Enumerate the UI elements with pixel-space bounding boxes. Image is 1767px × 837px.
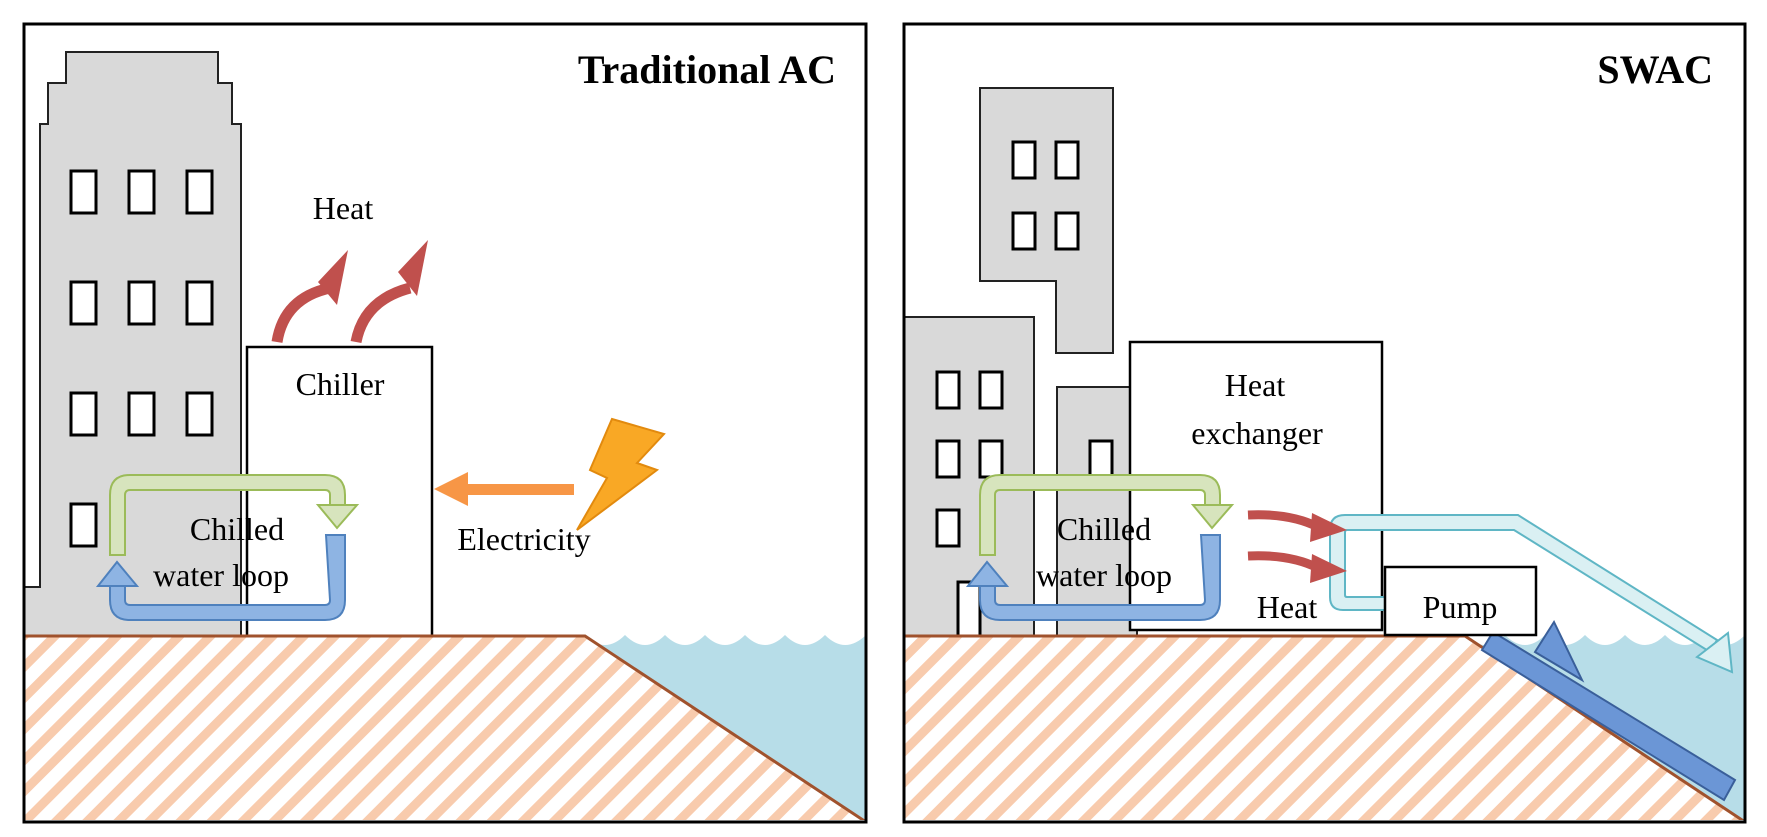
tall-building bbox=[979, 87, 1114, 354]
panel-frame-left bbox=[22, 22, 868, 824]
heat-exchanger-label-line1: Heat bbox=[1225, 367, 1286, 403]
pump-label: Pump bbox=[1423, 589, 1498, 625]
building-windows bbox=[69, 169, 214, 548]
panel-title: SWAC bbox=[1597, 47, 1713, 92]
loop-label-line1: Chilled bbox=[190, 511, 284, 547]
ground-line bbox=[24, 634, 866, 820]
panel-frame-right bbox=[902, 22, 1747, 824]
loop-label-line1: Chilled bbox=[1057, 511, 1151, 547]
loop-label-line2: water loop bbox=[1036, 557, 1172, 593]
pump-box bbox=[1383, 565, 1538, 637]
middle-building-window bbox=[1088, 439, 1114, 479]
panel-swac: SWAC Heat exchanger Chilled water loop H… bbox=[902, 22, 1747, 824]
heat-arrows bbox=[271, 282, 412, 344]
loop-label-line2: water loop bbox=[153, 557, 289, 593]
heat-label: Heat bbox=[1257, 589, 1318, 625]
lightning-icon bbox=[576, 417, 666, 531]
electricity-arrow bbox=[434, 472, 574, 506]
tall-building-windows bbox=[1011, 140, 1080, 251]
heat-arrowheads bbox=[318, 240, 428, 305]
chiller-label: Chiller bbox=[296, 366, 385, 402]
heat-arrows bbox=[1247, 510, 1347, 583]
left-building-windows bbox=[935, 370, 1004, 638]
heat-exchanger-label-line2: exchanger bbox=[1191, 415, 1323, 451]
panel-title: Traditional AC bbox=[578, 47, 836, 92]
chilled-water-loop-left bbox=[95, 474, 360, 621]
heat-label: Heat bbox=[313, 190, 374, 226]
panel-traditional-ac: Traditional AC Heat Chiller Chilled wate… bbox=[22, 22, 868, 824]
electricity-label: Electricity bbox=[457, 521, 590, 557]
cold-intake-pipe bbox=[1480, 619, 1737, 802]
chilled-water-loop-right bbox=[965, 474, 1235, 621]
warm-outlet-pipe bbox=[1329, 514, 1734, 674]
tall-building bbox=[24, 51, 242, 637]
